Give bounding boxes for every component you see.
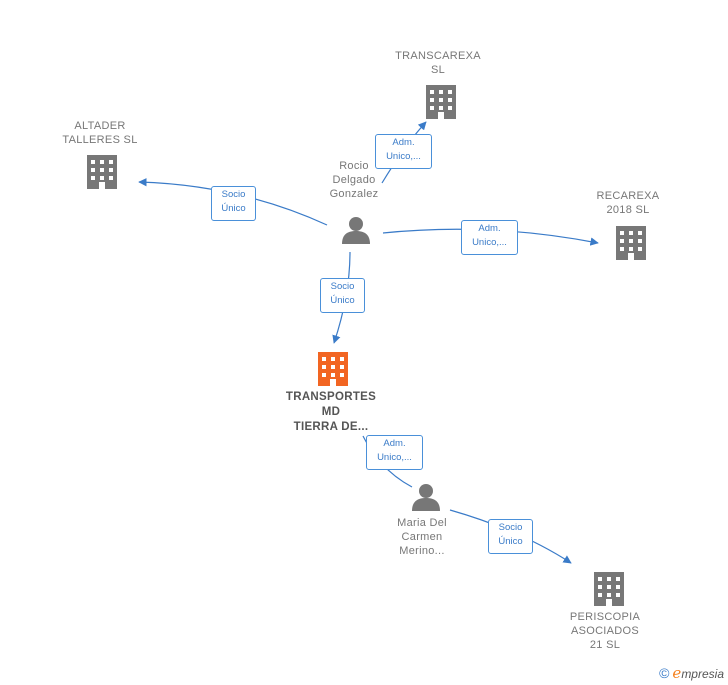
person-icon[interactable]: [342, 217, 370, 244]
building-icon[interactable]: [87, 155, 117, 189]
person-icon[interactable]: [412, 484, 440, 511]
node-label-altader[interactable]: ALTADER TALLERES SL: [62, 120, 138, 146]
node-label-maria[interactable]: Maria Del Carmen Merino...: [397, 517, 447, 557]
node-label-transportes[interactable]: TRANSPORTES MD TIERRA DE...: [285, 391, 377, 433]
brand-logo: ©empresia: [659, 664, 724, 682]
node-label-recarexa[interactable]: RECAREXA 2018 SL: [596, 190, 660, 216]
building-icon[interactable]: [318, 352, 348, 386]
edge-label-rocio-recarexa[interactable]: Adm. Unico,...: [461, 220, 518, 255]
edge-label-maria-periscopia[interactable]: Socio Único: [488, 519, 533, 554]
brand-text: mpresia: [681, 667, 724, 681]
copyright-icon: ©: [659, 665, 670, 681]
edge-label-rocio-transcarexa[interactable]: Adm. Unico,...: [375, 134, 432, 169]
edge-label-rocio-altader[interactable]: Socio Único: [211, 186, 256, 221]
building-icon[interactable]: [616, 226, 646, 260]
building-icon[interactable]: [594, 572, 624, 606]
node-label-rocio[interactable]: Rocio Delgado Gonzalez: [329, 160, 379, 200]
edge-label-rocio-transportes[interactable]: Socio Único: [320, 278, 365, 313]
edge-label-maria-transportes[interactable]: Adm. Unico,...: [366, 435, 423, 470]
node-label-transcarexa[interactable]: TRANSCAREXA SL: [395, 50, 481, 76]
node-label-periscopia[interactable]: PERISCOPIA ASOCIADOS 21 SL: [569, 611, 641, 651]
brand-e: e: [672, 664, 682, 682]
building-icon[interactable]: [426, 85, 456, 119]
